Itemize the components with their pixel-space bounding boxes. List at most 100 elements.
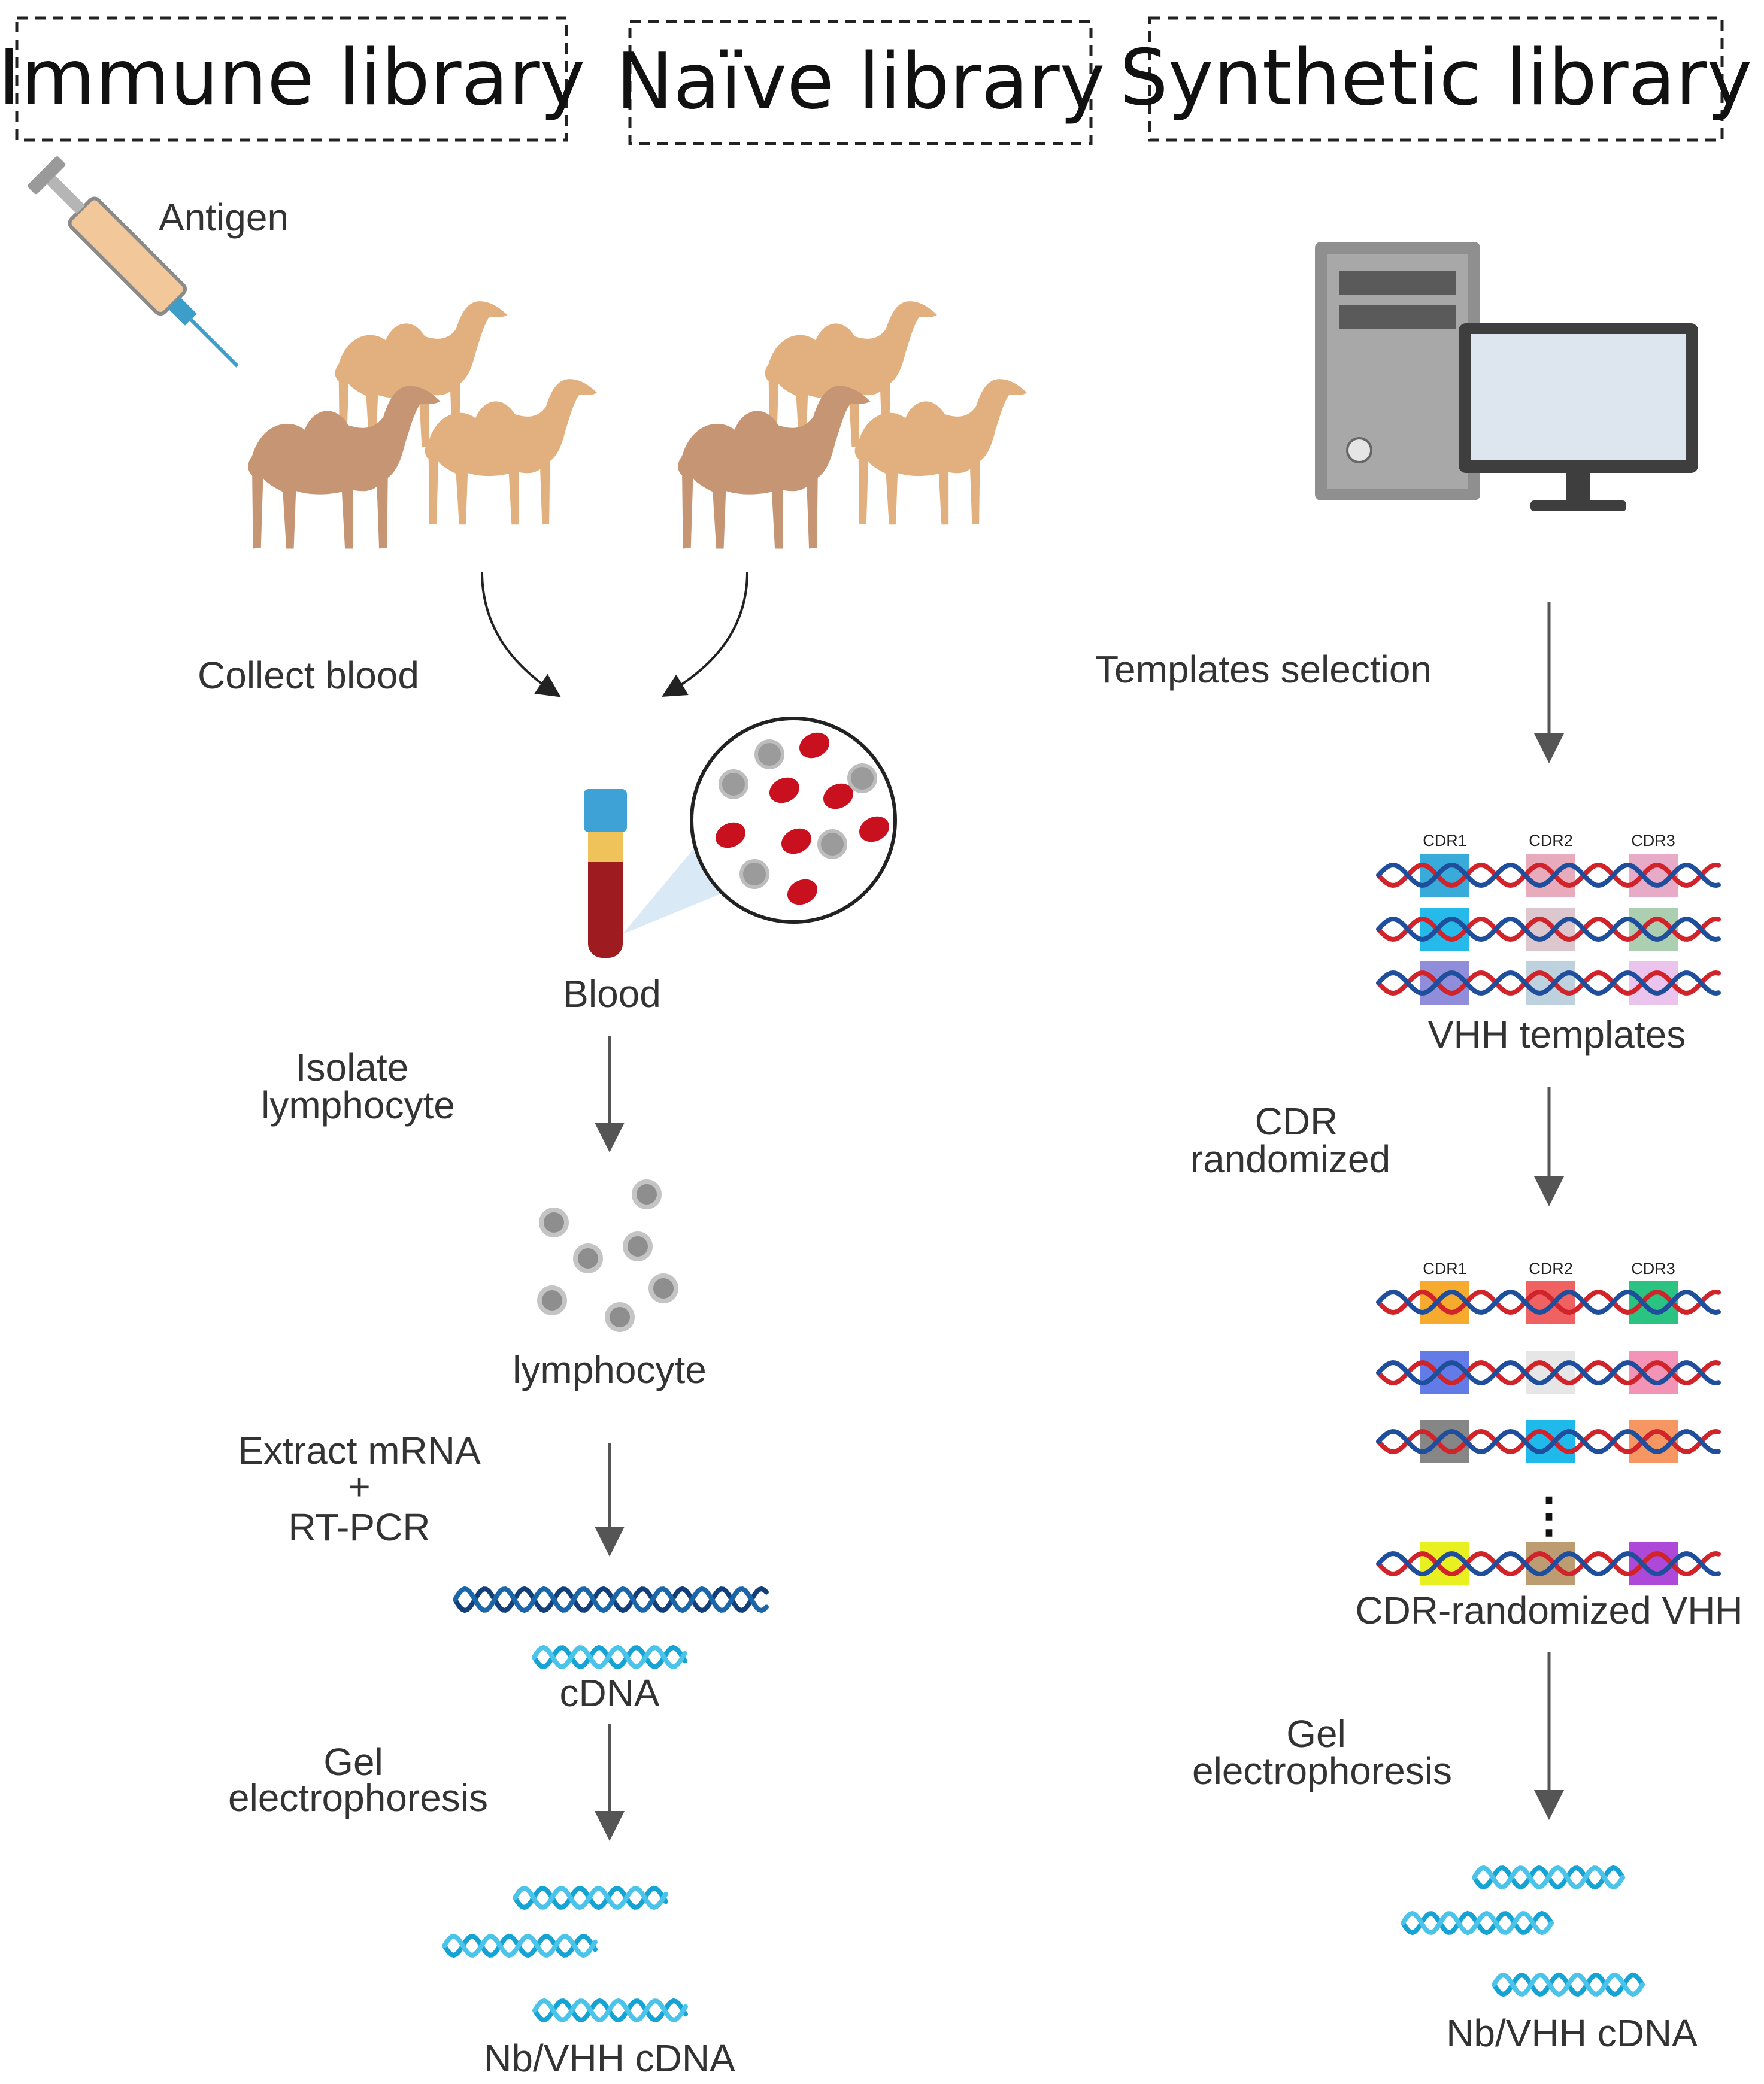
header-box-synthetic <box>1148 16 1724 142</box>
label-extract-mrna: Extract mRNA <box>238 1429 481 1472</box>
dna-helix-icon <box>1376 862 1721 888</box>
dna-helix-icon <box>1376 1551 1721 1577</box>
ellipsis: ⋮ <box>1525 1488 1573 1542</box>
label-cdr2: CDR2 <box>1529 832 1573 850</box>
dna-helix-icon <box>532 1998 688 2023</box>
label-gel: Gel <box>1286 1712 1346 1755</box>
lymphocyte-cell-icon <box>573 1243 603 1273</box>
label-isolate-lymphocyte: lymphocyte <box>261 1084 455 1127</box>
helix-strand-a <box>1376 1551 1721 1577</box>
label-antigen: Antigen <box>159 196 289 239</box>
dna-helix-icon <box>453 1586 769 1613</box>
cdr-region-box <box>1526 1351 1575 1394</box>
syringe-needle <box>189 318 239 368</box>
helix-strand-a <box>1376 1428 1721 1455</box>
lymphocyte-cell-icon <box>632 1179 662 1209</box>
label-cdr: CDR <box>1255 1100 1338 1143</box>
header-title-immune: Immune library <box>0 34 585 123</box>
dna-helix-icon <box>442 1933 598 1958</box>
label-cdr3: CDR3 <box>1631 832 1675 850</box>
label-templates-selection: Templates selection <box>1095 648 1432 691</box>
lymphocyte-cell-icon <box>605 1302 635 1332</box>
dna-helix-icon <box>1492 1972 1645 1997</box>
label-nb-vhh-cdna-right: Nb/VHH cDNA <box>1446 2012 1698 2055</box>
cdr-region-box <box>1526 1420 1575 1463</box>
cdr-region-box <box>1526 854 1575 897</box>
helix-strand-b <box>532 1998 688 2023</box>
helix-strand-b <box>1376 1289 1721 1315</box>
helix-strand-a <box>1376 1360 1721 1386</box>
syringe-plunger <box>47 175 86 214</box>
power-button <box>1346 437 1372 463</box>
computer-icon <box>1315 242 1698 511</box>
red-blood-cell <box>769 777 800 803</box>
header-title-synthetic: Synthetic library <box>1120 34 1753 123</box>
label-blood: Blood <box>563 972 661 1015</box>
helix-strand-b <box>1376 862 1721 888</box>
cdr-region-box <box>1526 1542 1575 1585</box>
cdr-region-box <box>1420 1542 1469 1585</box>
monitor-base <box>1530 500 1626 511</box>
label-randomized: randomized <box>1190 1137 1390 1181</box>
label-cdr1: CDR1 <box>1423 1260 1467 1278</box>
label-electrophoresis: electrophoresis <box>1192 1749 1452 1792</box>
dna-helix-icon <box>1376 1428 1721 1455</box>
dna-helix-icon <box>1376 916 1721 942</box>
helix-strand-a <box>1376 970 1721 996</box>
cdr-region-box <box>1420 1420 1469 1463</box>
cdr-region-box <box>1526 1281 1575 1324</box>
label-collect-blood: Collect blood <box>198 654 419 697</box>
dna-helix-icon <box>1376 1289 1721 1315</box>
syringe-hub <box>168 296 197 326</box>
helix-strand-b <box>1376 1551 1721 1577</box>
helix-strand-b <box>513 1885 668 1910</box>
red-blood-cell <box>787 879 818 905</box>
lymphocyte-cell-icon <box>719 769 748 799</box>
label-cdr-randomized-vhh: CDR-randomized VHH <box>1355 1589 1742 1632</box>
label-electrophoresis: electrophoresis <box>228 1776 488 1819</box>
syringe-icon <box>28 156 239 368</box>
label-cdr3: CDR3 <box>1631 1260 1675 1278</box>
cdr-region-box <box>1526 908 1575 951</box>
helix-strand-b <box>1472 1865 1625 1890</box>
lymphocyte-cell-icon <box>648 1273 678 1303</box>
lymphocyte-cell-icon <box>739 859 769 889</box>
helix-strand-b <box>1376 916 1721 942</box>
cdr-region-box <box>1420 854 1469 897</box>
dna-helix-icon <box>1472 1865 1625 1890</box>
dna-helix-icon <box>1376 970 1721 996</box>
cdr-region-box <box>1420 908 1469 951</box>
red-blood-cell <box>859 816 890 842</box>
tube-cap <box>584 789 627 832</box>
helix-strand-b <box>1376 1360 1721 1386</box>
helix-strand-a <box>1376 916 1721 942</box>
syringe-thumb <box>28 156 66 195</box>
blood-tube-icon <box>584 789 627 958</box>
red-blood-cell <box>781 828 812 854</box>
label-cdna: cDNA <box>559 1672 659 1715</box>
helix-strand-b <box>532 1645 687 1670</box>
red-blood-cell <box>823 783 854 809</box>
helix-strand-b <box>1376 1428 1721 1455</box>
helix-strand-a <box>453 1586 769 1613</box>
lymphocyte-cell-icon <box>817 829 847 859</box>
camel-icon <box>854 379 1027 525</box>
dna-helix-icon <box>1401 1910 1554 1936</box>
monitor-stand <box>1566 473 1590 503</box>
dna-helix-icon <box>1376 1360 1721 1386</box>
label-lymphocyte: lymphocyte <box>513 1348 707 1391</box>
header-title-naive: Naïve library <box>616 37 1105 126</box>
label-isolate: Isolate <box>296 1046 409 1089</box>
label-plus: + <box>348 1465 370 1508</box>
helix-strand-b <box>453 1586 769 1613</box>
camel-icon <box>425 379 597 525</box>
drive-bay <box>1339 271 1456 295</box>
helix-strand-b <box>1376 970 1721 996</box>
cdr-region-box <box>1526 961 1575 1005</box>
lymphocyte-cell-icon <box>754 739 784 769</box>
label-nb-vhh-cdna-left: Nb/VHH cDNA <box>484 2037 735 2080</box>
helix-strand-b <box>1401 1910 1554 1936</box>
red-blood-cell <box>799 732 830 759</box>
arrow-icon <box>481 571 561 697</box>
